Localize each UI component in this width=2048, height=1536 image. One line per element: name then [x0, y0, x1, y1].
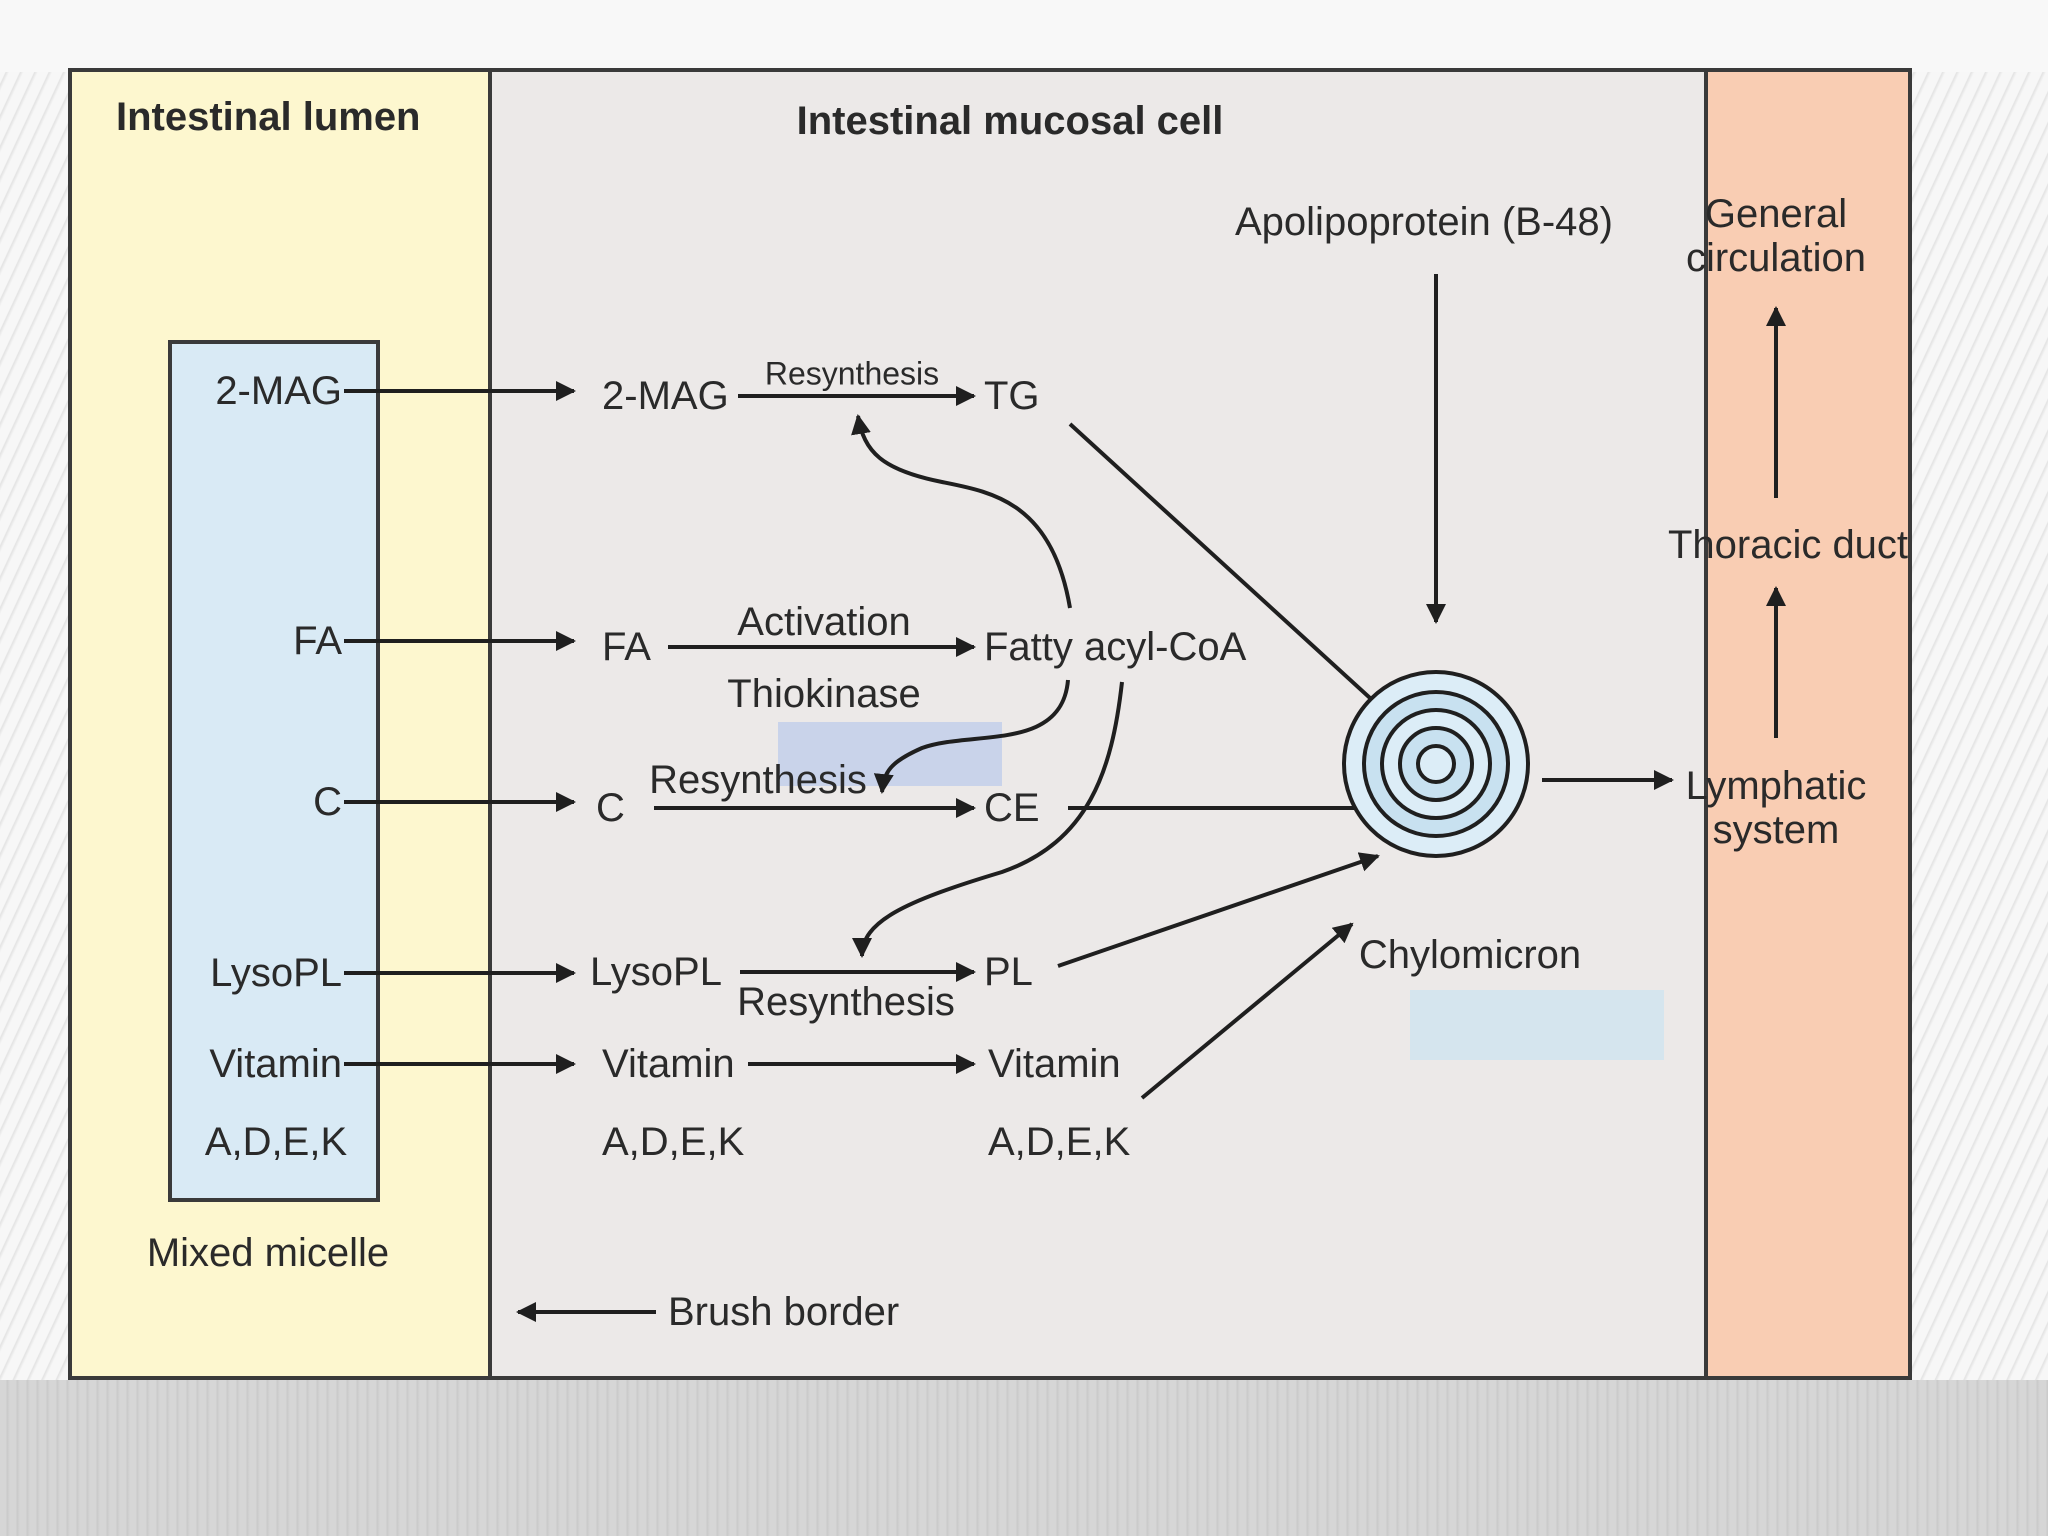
packaged-vitamin-label: Vitamin: [988, 1042, 1121, 1086]
resynthesis-tg-label: Resynthesis: [764, 355, 940, 392]
chylomicron-label: Chylomicron: [1358, 933, 1582, 977]
mixed-micelle-caption: Mixed micelle: [146, 1231, 390, 1275]
lumen-vitamin-label: Vitamin: [209, 1042, 342, 1086]
mucosal-fa-label: FA: [602, 625, 651, 669]
lymphatic-system-label: Lymphatic system: [1685, 764, 1867, 852]
slide-top-band: [0, 0, 2048, 72]
arrow-acylcoa-to-pl: [852, 681, 1124, 958]
mucosal-lysopl-label: LysoPL: [590, 950, 722, 994]
circulation-panel: [1708, 72, 1908, 1376]
chylomicron-particle: [1342, 670, 1530, 858]
apolipoprotein-label: Apolipoprotein (B-48): [1235, 200, 1613, 244]
lumen-c-label: C: [313, 780, 342, 824]
mixed-micelle-box: [168, 340, 380, 1202]
arrow-pl-to-chylomicron: [1057, 852, 1380, 968]
activation-label: Activation: [737, 600, 911, 644]
thiokinase-label: Thiokinase: [727, 672, 921, 716]
fatty-acyl-coa-label: Fatty acyl-CoA: [984, 625, 1247, 669]
brush-border-label: Brush border: [668, 1290, 900, 1334]
arrow-acylcoa-to-tg: [851, 414, 1072, 609]
arrow-acylcoa-to-ce: [873, 679, 1070, 794]
lumen-vitamin-types: A,D,E,K: [204, 1120, 348, 1164]
lumen-lysopl-label: LysoPL: [210, 951, 342, 995]
pl-label: PL: [984, 950, 1033, 994]
arrow-tg-to-chylomicron: [1068, 422, 1418, 742]
slide-bottom-band: [0, 1380, 2048, 1536]
lumen-mag-label: 2-MAG: [215, 369, 342, 413]
resynthesis-pl-label: Resynthesis: [737, 980, 955, 1024]
thoracic-duct-label: Thoracic duct: [1667, 523, 1909, 567]
lipid-absorption-diagram: Intestinal lumen Intestinal mucosal cell…: [68, 68, 1912, 1380]
mucosal-vitamin-label: Vitamin: [602, 1042, 735, 1086]
mucosal-mag-label: 2-MAG: [602, 374, 729, 418]
resynthesis-ce-label: Resynthesis: [649, 758, 867, 802]
intestinal-mucosal-cell-header: Intestinal mucosal cell: [796, 99, 1224, 143]
packaged-vitamin-types: A,D,E,K: [988, 1120, 1131, 1164]
pathway-arrows: [344, 274, 1786, 1322]
ce-label: CE: [984, 786, 1040, 830]
lumen-fa-label: FA: [293, 619, 342, 663]
tg-label: TG: [984, 374, 1040, 418]
mucosal-vitamin-types: A,D,E,K: [602, 1120, 745, 1164]
mucosal-c-label: C: [596, 786, 625, 830]
general-circulation-label: General circulation: [1685, 192, 1867, 280]
chylomicron-label-highlight: [1410, 990, 1664, 1060]
intestinal-lumen-header: Intestinal lumen: [116, 95, 421, 139]
arrow-vitamin-to-chylomicron: [1140, 922, 1354, 1100]
